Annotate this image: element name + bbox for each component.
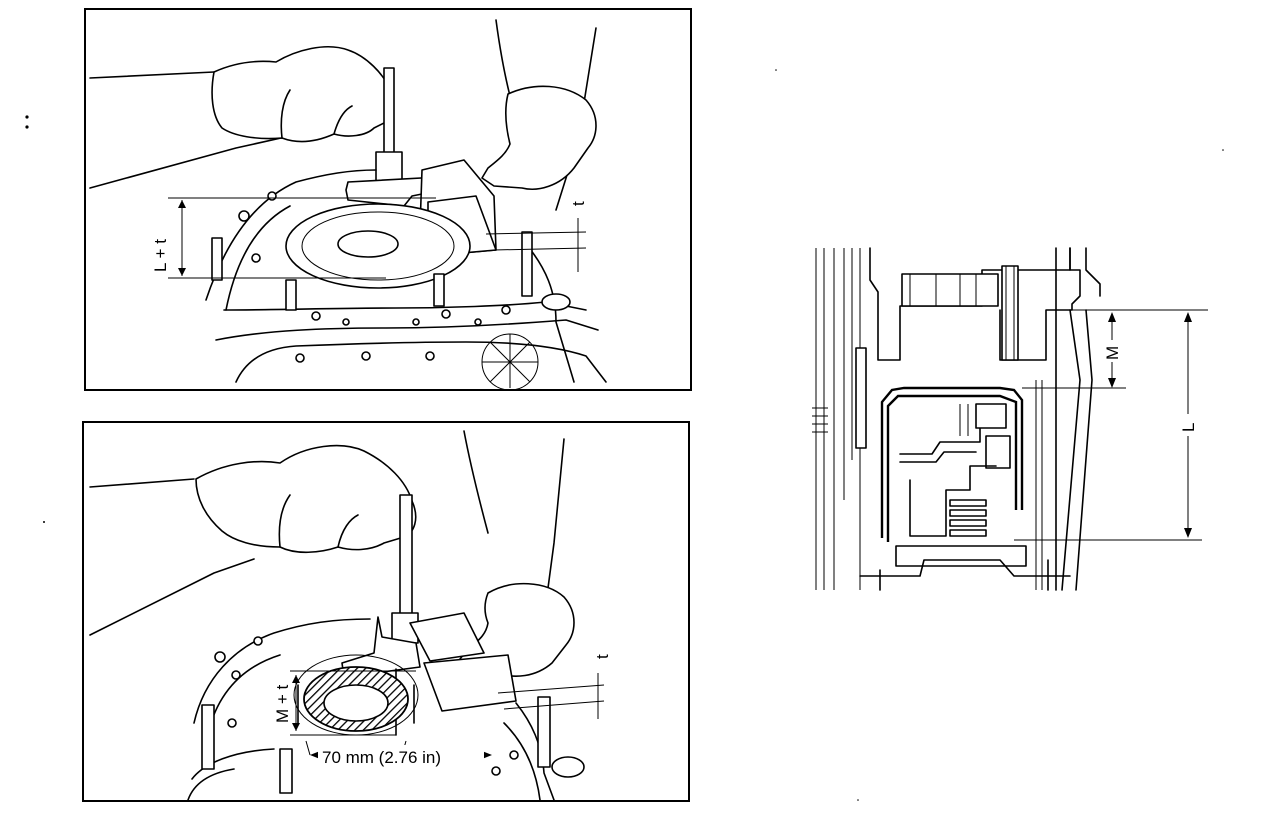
gauge-head <box>375 151 403 183</box>
left-forearm-lower <box>89 137 282 189</box>
dimension-label-m-plus-t: M + t <box>273 684 292 723</box>
clutch-plates <box>949 499 987 537</box>
case-bore-walls <box>297 684 415 724</box>
upper-housing-detail <box>909 274 977 306</box>
bolt-boss <box>541 293 571 311</box>
thickness-ref-top <box>485 231 587 235</box>
gauge-plunger <box>399 494 413 618</box>
case-flange-left <box>193 618 371 724</box>
thickness-ref-top <box>497 684 605 694</box>
lower-housing-walls <box>879 247 1057 591</box>
studs <box>201 696 551 794</box>
upper-housing-right <box>999 247 1081 361</box>
spline-marks <box>812 407 828 433</box>
case-flange-right <box>525 243 575 383</box>
clutch-hub <box>985 435 1011 469</box>
flange-bolt-holes <box>214 636 519 776</box>
left-forearm-upper <box>89 478 195 488</box>
diameter-arrow-left <box>310 751 320 759</box>
clutch-drum-outer <box>880 386 1024 538</box>
left-hand-crease <box>280 89 291 139</box>
intermediate-shaft <box>855 347 867 449</box>
case-flange-bottom <box>223 301 587 311</box>
case-lower-right <box>503 722 541 800</box>
dimension-label-l-plus-t: L + t <box>151 239 170 272</box>
m-arrow-down <box>1108 378 1116 388</box>
dimension-arrow-up <box>292 675 300 683</box>
dimension-arrow-down <box>292 723 300 731</box>
planetary-carrier <box>909 465 997 537</box>
right-hand <box>481 85 597 190</box>
pump-gear <box>481 333 539 389</box>
depth-gauge-measurement-l-panel: L + t t <box>84 8 692 391</box>
case-rib-left <box>191 748 275 780</box>
clutch-drum-inner <box>886 394 1018 542</box>
thickness-label-t: t <box>593 654 612 659</box>
spring-seat <box>959 404 969 436</box>
l-arrow-down <box>1184 528 1192 538</box>
upper-housing-bore <box>901 273 999 307</box>
diameter-label-70mm: 70 mm (2.76 in) <box>322 748 441 767</box>
right-arm-left-edge <box>495 19 511 97</box>
l-label-backing <box>1176 414 1200 436</box>
cross-section-illustration: M L <box>812 247 1208 591</box>
depth-gauge-measurement-m-panel: M + t t 70 mm (2.76 in) <box>82 421 690 802</box>
case-lower-left <box>187 768 235 800</box>
label-m: M <box>1103 346 1122 360</box>
m-label-backing <box>1100 340 1124 362</box>
clutch-piston <box>899 419 981 455</box>
right-arm-left-edge <box>463 430 489 534</box>
flange-bolt-holes <box>238 191 511 363</box>
left-hand <box>211 46 394 143</box>
return-spring-housing <box>975 403 1007 429</box>
case-flange-inner <box>207 654 281 734</box>
clutch-piston-inner <box>899 451 977 463</box>
bolt-shank <box>1001 265 1019 361</box>
label-l: L <box>1179 423 1198 432</box>
thickness-label-t: t <box>569 201 588 206</box>
transaxle-cross-section: M L <box>800 240 1210 600</box>
lower-hub <box>895 545 1027 567</box>
gauge-plunger <box>383 67 395 159</box>
diameter-arrow-right <box>482 751 492 759</box>
bottom-panel-illustration: M + t t 70 mm (2.76 in) <box>89 430 612 800</box>
shaft-lines <box>815 248 861 590</box>
right-hand <box>459 582 575 677</box>
thickness-ref-bottom <box>493 247 587 251</box>
left-forearm-upper <box>89 71 215 79</box>
top-panel-illustration: L + t t <box>89 19 607 389</box>
case-flange-left <box>205 169 377 301</box>
case-wall <box>1035 380 1043 590</box>
case-rib <box>215 319 599 341</box>
case-lower-body <box>235 341 607 383</box>
diameter-label-backing <box>318 745 484 769</box>
bolt-boss <box>551 756 585 778</box>
case-right-edge <box>1061 309 1081 591</box>
left-hand <box>195 444 417 554</box>
l-arrow-up <box>1184 312 1192 322</box>
bolt-thread <box>1005 266 1015 360</box>
right-arm-right-edge <box>545 438 565 604</box>
left-hand-crease <box>333 105 353 135</box>
bore-ring <box>301 211 455 281</box>
left-hand-crease <box>337 514 359 548</box>
left-forearm-lower <box>89 558 255 636</box>
dimension-arrow-up <box>178 200 186 208</box>
straightedge-block <box>423 654 517 712</box>
dimension-arrow-down <box>178 268 186 276</box>
lower-housing <box>859 559 1071 577</box>
bearing-race-bore <box>323 684 389 722</box>
left-hand-crease <box>278 494 291 548</box>
case-flange-right <box>515 702 555 800</box>
bore-inner <box>337 230 399 258</box>
upper-housing <box>869 247 1071 361</box>
m-arrow-up <box>1108 312 1116 322</box>
case-right-edge-2 <box>1075 309 1093 591</box>
gauge-body <box>409 612 485 662</box>
studs <box>211 231 533 311</box>
upper-housing-step <box>1085 247 1101 297</box>
case-flange-inner <box>225 205 291 311</box>
thickness-ref-bottom <box>503 700 605 710</box>
